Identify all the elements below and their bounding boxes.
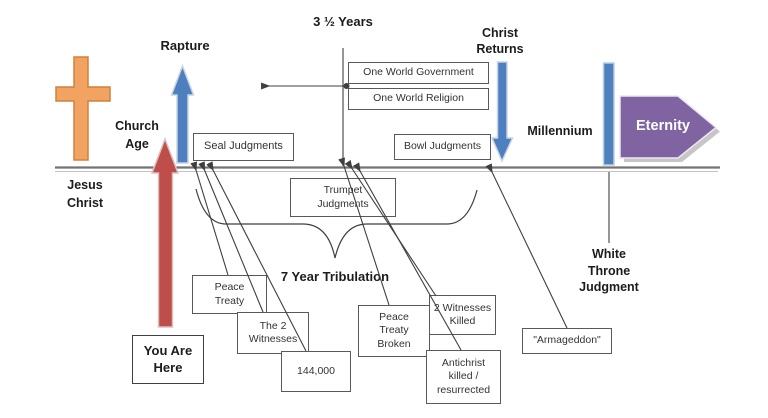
millennium-label: Millennium <box>527 124 593 138</box>
peace-treaty-box: Peace Treaty <box>192 275 267 314</box>
2-witnesses-killed-box: 2 Witnesses Killed <box>429 295 496 335</box>
jesus-christ-label: Jesus Christ <box>66 178 104 210</box>
rapture-up-arrow <box>170 63 195 164</box>
you-are-here-box: You Are Here <box>132 335 204 384</box>
christ-returns-down-arrow <box>490 61 514 163</box>
144000-box: 144,000 <box>281 351 351 392</box>
one-world-government-box: One World Government <box>348 62 489 84</box>
peace-treaty-broken-box: Peace Treaty Broken <box>358 305 430 357</box>
bowl-judgments-box: Bowl Judgments <box>394 134 491 160</box>
three-and-half-years-label: 3 ½ Years <box>313 14 373 29</box>
white-throne-judgment-label: White Throne Judgment <box>579 247 639 294</box>
cross-icon <box>55 56 111 161</box>
antichrist-killed-resurrected-box: Antichrist killed / resurrected <box>426 350 501 404</box>
seven-year-tribulation-label: 7 Year Tribulation <box>280 269 390 284</box>
armageddon-box: "Armageddon" <box>522 328 612 354</box>
eternity-arrow <box>619 95 718 159</box>
eternity-label: Eternity <box>636 118 690 134</box>
you-are-here-up-arrow <box>150 136 180 328</box>
one-world-religion-box: One World Religion <box>348 88 489 110</box>
the-2-witnesses-box: The 2 Witnesses <box>237 312 309 354</box>
christ-returns-label: Christ Returns <box>476 26 524 56</box>
seal-judgments-box: Seal Judgments <box>193 133 294 161</box>
rapture-label: Rapture <box>160 38 210 53</box>
millennium-bar <box>602 62 615 166</box>
trumpet-judgments-box: Trumpet Judgments <box>290 178 396 217</box>
church-age-label: Church Age <box>115 119 159 151</box>
